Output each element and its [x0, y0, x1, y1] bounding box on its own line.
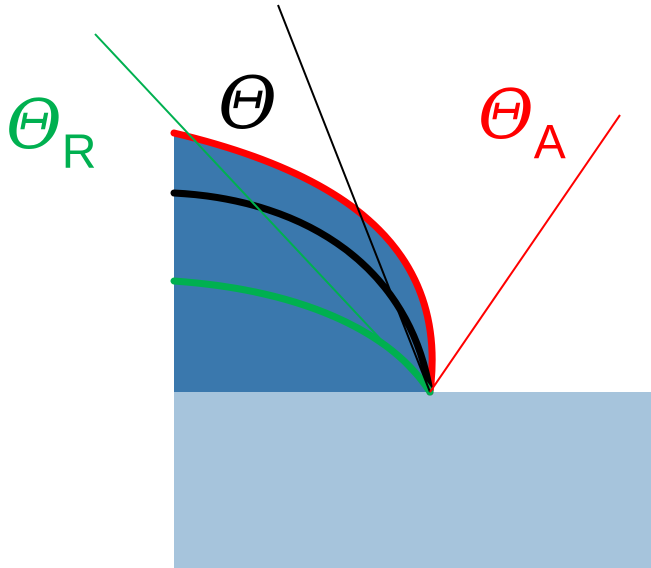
- advancing-angle-subscript: A: [534, 116, 566, 169]
- receding-tangent-line: [94, 33, 431, 393]
- advancing-angle-label: ΘA: [478, 76, 566, 169]
- equilibrium-tangent-line: [277, 4, 431, 393]
- equilibrium-profile-curve: [170, 189, 434, 396]
- equilibrium-angle-label: Θ: [218, 61, 277, 145]
- equilibrium-angle-symbol: Θ: [218, 61, 277, 145]
- advancing-tangent-line: [429, 114, 621, 393]
- advancing-profile-curve: [170, 129, 436, 396]
- receding-angle-label: ΘR: [6, 86, 96, 179]
- receding-angle-symbol: Θ: [6, 86, 62, 165]
- receding-profile-curve: [170, 277, 434, 396]
- droplet: [174, 133, 433, 392]
- substrate: [174, 392, 651, 568]
- receding-angle-subscript: R: [62, 126, 97, 179]
- advancing-angle-symbol: Θ: [478, 76, 534, 155]
